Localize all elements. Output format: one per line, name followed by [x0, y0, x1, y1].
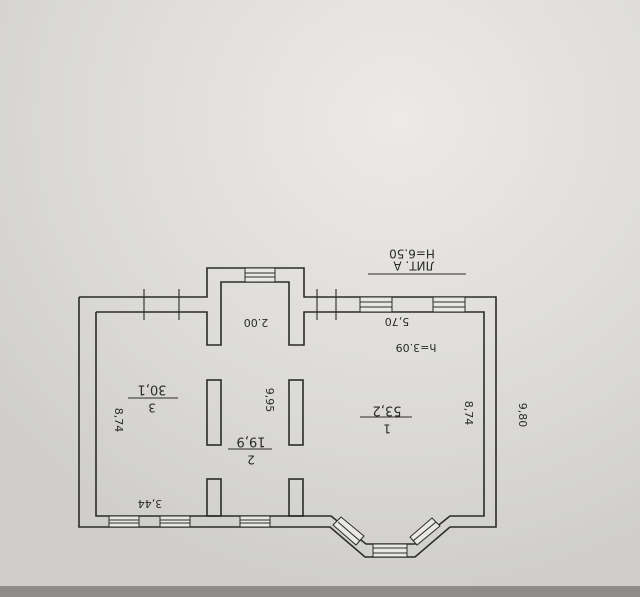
partition-right-bottom — [288, 478, 304, 517]
windows — [108, 267, 466, 558]
dimension-bottom-left: 3,44 — [138, 497, 163, 510]
ceiling-height: h=3.09 — [396, 341, 437, 354]
window-top-right-2 — [432, 296, 466, 313]
room-1-area: 53,2 — [373, 403, 402, 418]
partition-left-bottom — [206, 478, 222, 517]
column-right — [288, 379, 304, 446]
plan-title: ЛИТ. А — [393, 259, 435, 273]
dimension-right-wall: 8,74 — [462, 401, 475, 426]
window-bay-top — [244, 267, 276, 283]
height-label: Н=6.50 — [389, 247, 435, 261]
dimension-outer-right: 9,80 — [516, 403, 529, 428]
window-bay-left-angled — [332, 516, 365, 546]
dimension-top-right: 5,70 — [385, 315, 410, 328]
window-bottom-left-1 — [108, 515, 140, 528]
window-bay-right-angled — [409, 517, 441, 546]
room-3-number: 3 — [148, 401, 156, 415]
window-bottom-middle — [239, 515, 271, 528]
window-top-right-1 — [359, 296, 393, 313]
window-bay-bottom — [372, 543, 408, 558]
bottom-edge-shadow — [0, 586, 640, 597]
opening-marks — [143, 289, 337, 320]
dimension-bay-width: 2.00 — [244, 316, 269, 329]
room-3-area: 30,1 — [138, 382, 167, 397]
column-left — [206, 379, 222, 446]
room-2-area: 19,9 — [237, 434, 266, 449]
dimension-inner-depth: 9,95 — [263, 388, 276, 413]
dimension-left-wall: 8,74 — [112, 408, 125, 433]
labels: ЛИТ. А Н=6.50 5,70 2.00 h=3.09 8,74 9,80… — [112, 247, 529, 511]
room-2-number: 2 — [247, 453, 255, 467]
room-1-number: 1 — [383, 422, 391, 436]
outer-wall-outline — [78, 267, 497, 558]
window-bottom-left-2 — [159, 515, 191, 528]
